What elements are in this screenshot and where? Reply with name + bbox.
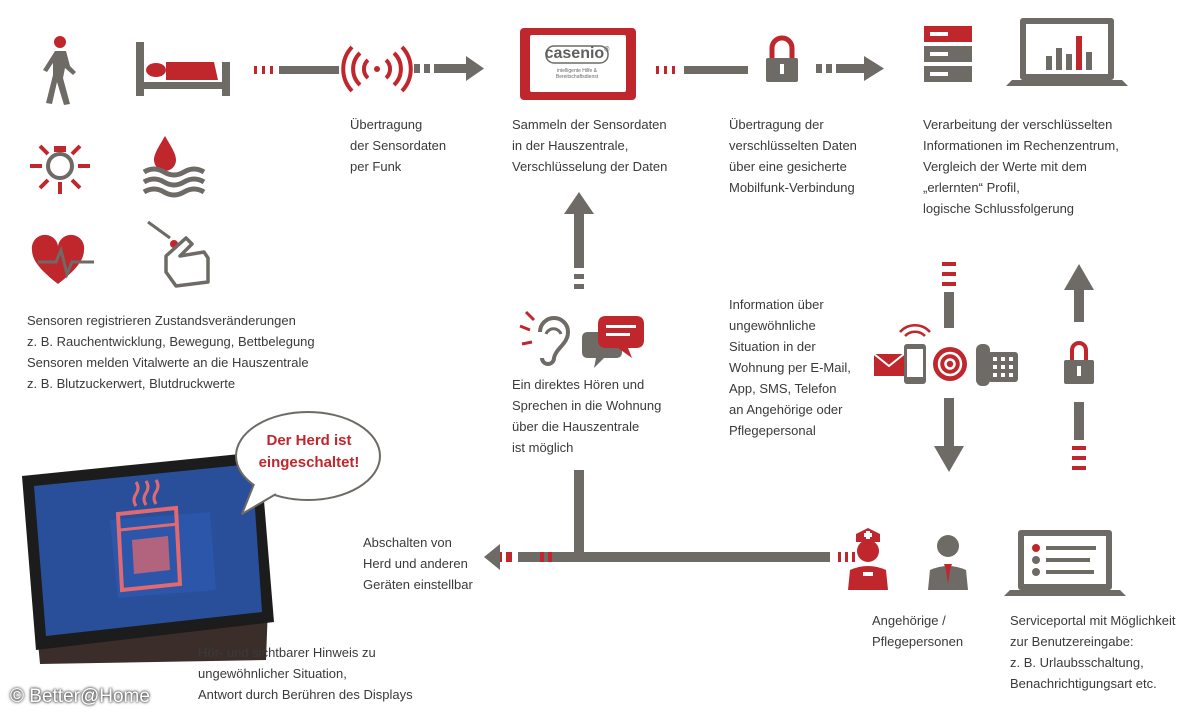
water-drop-waves-icon bbox=[142, 136, 206, 198]
businessman-icon bbox=[928, 535, 968, 590]
label-notice: Hör- und sichtbarer Hinweis zu ungewöhnl… bbox=[198, 645, 413, 702]
padlock-icon bbox=[766, 35, 798, 82]
arrow-right-2 bbox=[816, 56, 884, 81]
copyright-watermark: © Better@Home bbox=[10, 686, 150, 707]
dashed-arrow-2 bbox=[656, 66, 748, 74]
arrow-down-right bbox=[934, 262, 964, 472]
arrow-up-right bbox=[1064, 264, 1094, 470]
light-bulb-icon bbox=[30, 144, 90, 194]
label-transmission-radio: Übertragung der Sensordaten per Funk bbox=[350, 117, 447, 174]
label-hearing-speaking: Ein direktes Hören und Sprechen in die W… bbox=[512, 377, 662, 455]
speech-bubbles-icon bbox=[582, 316, 644, 368]
label-sensors: Sensoren registrieren Zustandsveränderun… bbox=[27, 313, 315, 391]
blood-test-finger-icon bbox=[147, 220, 210, 288]
arrow-right-1 bbox=[414, 56, 484, 81]
arrow-up-center bbox=[564, 192, 594, 289]
hearing-ear-icon bbox=[519, 310, 571, 366]
label-service-portal: Serviceportal mit Möglichkeit zur Benutz… bbox=[1010, 613, 1176, 691]
email-icon bbox=[873, 353, 905, 376]
casenio-device-icon bbox=[520, 28, 636, 100]
speech-bubble-text: Der Herd ist eingeschaltet! bbox=[258, 432, 360, 471]
server-rack-icon bbox=[924, 26, 972, 82]
laptop-chart-icon bbox=[1006, 18, 1128, 86]
service-portal-laptop-icon bbox=[1004, 530, 1126, 596]
label-transmission-mobile: Übertragung der verschlüsselten Daten üb… bbox=[729, 117, 857, 195]
dashed-arrow-1 bbox=[254, 66, 339, 74]
desk-phone-icon bbox=[976, 344, 1018, 386]
label-processing: Verarbeitung der verschlüsselten Informa… bbox=[923, 117, 1119, 216]
label-switch-off: Abschalten von Herd und anderen Geräten … bbox=[363, 535, 473, 592]
radio-signal-icon bbox=[341, 45, 413, 93]
smartphone-icon bbox=[899, 323, 931, 384]
label-collect-data: Sammeln der Sensordaten in der Hauszentr… bbox=[512, 117, 668, 174]
heart-pulse-icon bbox=[31, 234, 94, 284]
registered-mark: ® bbox=[604, 46, 610, 54]
speech-bubble bbox=[235, 411, 381, 515]
label-relatives: Angehörige / Pflegepersonen bbox=[872, 613, 964, 649]
tablet-stove-icon bbox=[22, 452, 274, 664]
bed-icon bbox=[136, 42, 230, 96]
return-path-arrow bbox=[484, 470, 855, 570]
casenio-logo-text: casenio® bbox=[544, 45, 610, 62]
nurse-icon bbox=[848, 528, 888, 590]
label-information: Information über ungewöhnliche Situation… bbox=[729, 297, 851, 438]
at-sign-icon bbox=[933, 347, 967, 381]
casenio-tagline: intelligente Hilfe & Bereitschaftsdienst bbox=[555, 68, 599, 80]
walking-person-icon bbox=[43, 36, 76, 105]
